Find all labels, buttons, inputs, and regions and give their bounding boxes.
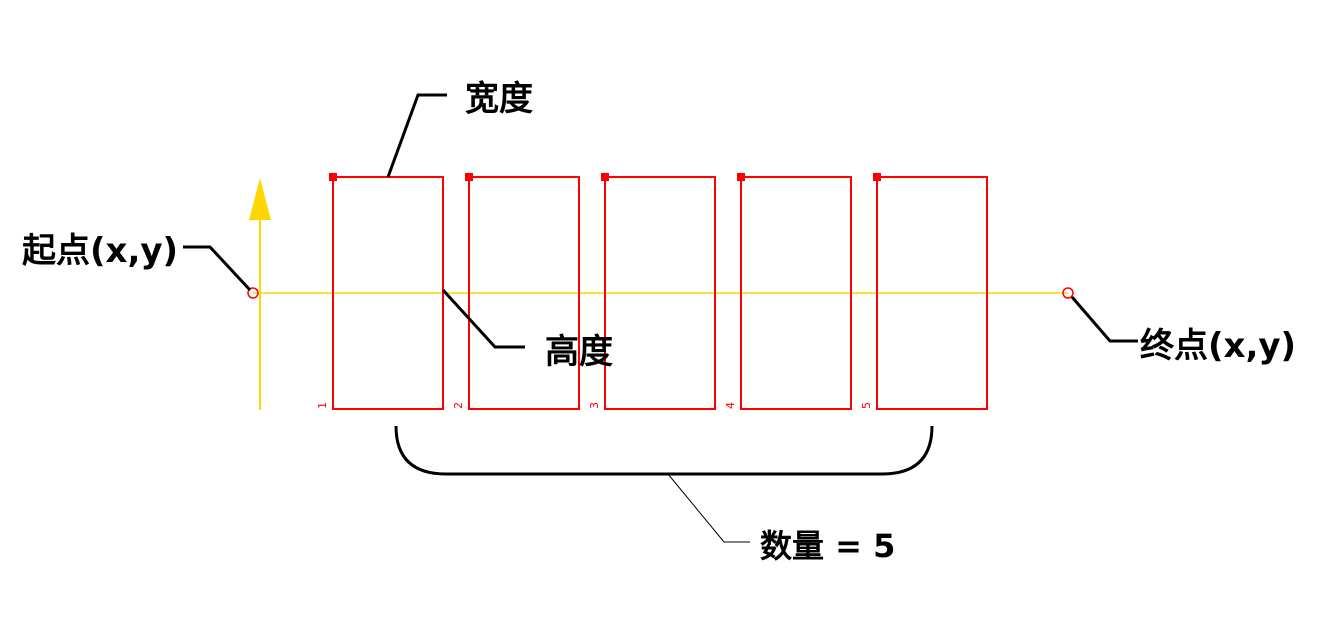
width-leader-line xyxy=(386,93,447,178)
array-rect-4: 4 xyxy=(724,173,852,410)
width-label: 宽度 xyxy=(465,79,533,119)
count-leader-line xyxy=(667,473,750,543)
rect-index-label: 4 xyxy=(724,402,737,409)
start-point-label: 起点(x,y) xyxy=(22,231,178,271)
rect-index-label: 1 xyxy=(316,402,329,409)
count-brace xyxy=(394,425,934,476)
rect-index-label: 3 xyxy=(588,402,601,409)
array-rect-5: 5 xyxy=(860,173,988,410)
array-rect-3: 3 xyxy=(588,173,716,410)
rect-corner-marker xyxy=(873,173,881,181)
rect-index-label: 2 xyxy=(452,402,465,409)
end-leader-line xyxy=(1070,296,1138,343)
y-axis-arrow-icon xyxy=(249,178,271,220)
array-rect-1: 1 xyxy=(316,173,444,410)
height-leader-line xyxy=(441,288,525,349)
count-label: 数量 = 5 xyxy=(760,527,895,565)
end-point-marker xyxy=(1062,287,1074,299)
rect-array: 1 2 3 4 5 xyxy=(316,173,988,410)
height-label: 高度 xyxy=(545,332,613,372)
rect-corner-marker xyxy=(737,173,745,181)
rect-corner-marker xyxy=(329,173,337,181)
rect-corner-marker xyxy=(465,173,473,181)
end-point-label: 终点(x,y) xyxy=(1140,326,1296,366)
array-rect-2: 2 xyxy=(452,173,580,410)
start-leader-line xyxy=(183,245,252,292)
rect-index-label: 5 xyxy=(860,402,873,409)
rect-corner-marker xyxy=(601,173,609,181)
start-point-marker xyxy=(247,287,259,299)
